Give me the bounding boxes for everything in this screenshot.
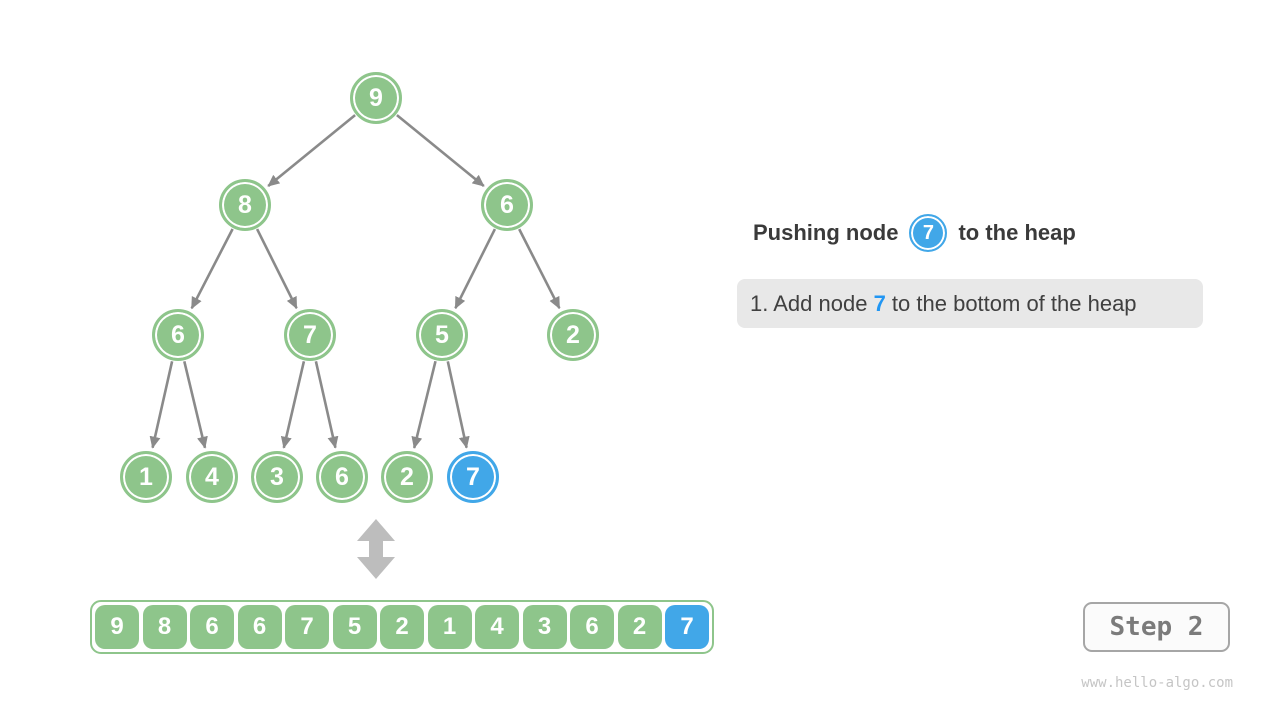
tree-edge-8 (280, 361, 306, 449)
array-cell-12: 7 (665, 605, 709, 649)
tree-edge-10 (411, 360, 437, 449)
tree-node-11: 2 (381, 451, 433, 503)
array-cell-3: 6 (237, 605, 282, 649)
tree-node-2: 6 (481, 179, 533, 231)
tree-node-4: 7 (284, 309, 336, 361)
tree-node-9: 3 (251, 451, 303, 503)
tree-node-1: 8 (219, 179, 271, 231)
array-cell-0: 9 (95, 605, 139, 649)
tree-node-5: 5 (416, 309, 468, 361)
tree-edge-6 (149, 361, 174, 449)
instruction-highlight-value: 7 (873, 290, 886, 316)
array-cell-6: 2 (380, 605, 424, 649)
watermark: www.hello-algo.com (1081, 675, 1233, 691)
tree-edge-11 (446, 361, 470, 449)
tree-node-0: 9 (350, 72, 402, 124)
tree-edge-0 (267, 114, 356, 188)
array-cell-8: 4 (475, 605, 519, 649)
tree-node-12: 7 (447, 451, 499, 503)
step-badge: Step 2 (1083, 602, 1230, 652)
array-cell-11: 2 (617, 605, 662, 649)
array-cell-9: 3 (522, 605, 567, 649)
pushed-node-value: 7 (922, 221, 935, 244)
instruction-text-after: to the bottom of the heap (885, 290, 1137, 316)
title-suffix: to the heap (958, 220, 1076, 245)
tree-edge-4 (454, 228, 497, 310)
figure-title: Pushing node 7 to the heap (753, 214, 1076, 252)
array-cell-1: 8 (142, 605, 187, 649)
tree-edge-3 (255, 228, 298, 310)
tree-node-6: 2 (547, 309, 599, 361)
tree-node-7: 1 (120, 451, 172, 503)
tree-edge-9 (314, 361, 339, 449)
tree-edge-7 (183, 360, 208, 449)
tree-node-8: 4 (186, 451, 238, 503)
tree-edge-2 (190, 228, 234, 310)
array-cell-2: 6 (190, 605, 234, 649)
step-label: Step 2 (1109, 612, 1204, 642)
array-cell-5: 5 (332, 605, 377, 649)
step-instruction: 1. Add node 7 to the bottom of the heap (737, 279, 1203, 328)
pushed-node-badge: 7 (909, 214, 948, 252)
array-cell-7: 1 (427, 605, 472, 649)
title-prefix: Pushing node (753, 220, 899, 245)
tree-node-3: 6 (152, 309, 204, 361)
tree-edge-5 (518, 228, 561, 310)
tree-edge-1 (396, 114, 485, 188)
tree-array-double-arrow-icon (357, 519, 395, 579)
instruction-text-before: 1. Add node (750, 290, 874, 316)
tree-edges (149, 114, 561, 449)
array-cell-4: 7 (285, 605, 329, 649)
tree-node-10: 6 (316, 451, 368, 503)
array-cell-10: 6 (570, 605, 614, 649)
